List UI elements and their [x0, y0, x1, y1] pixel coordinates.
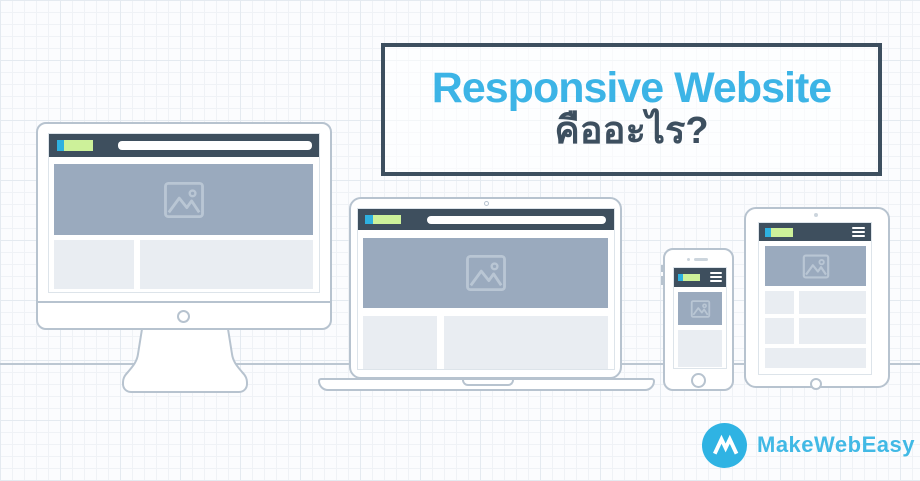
tablet-logo-green	[771, 228, 793, 237]
image-placeholder-icon	[465, 254, 506, 292]
tablet-content-block	[799, 291, 866, 314]
monitor-logo-green	[64, 140, 93, 151]
laptop-base-notch	[462, 380, 514, 386]
tablet-content-block	[765, 348, 866, 368]
tablet-content-block	[799, 318, 866, 344]
home-button	[810, 378, 822, 390]
monitor-address-bar	[118, 141, 312, 150]
laptop-content-block-left	[363, 316, 437, 369]
monitor-content-block-left	[54, 240, 134, 289]
laptop-hero-section	[363, 238, 608, 308]
camera-dot-icon	[484, 201, 489, 206]
phone-side-button	[661, 276, 663, 285]
monitor-hero-section	[54, 164, 313, 235]
tablet-logo-blue	[765, 228, 771, 237]
phone-hero-section	[678, 292, 722, 325]
tablet-content-block	[765, 318, 794, 344]
makewebeasy-m-icon	[712, 434, 738, 454]
monitor-chin-button	[177, 310, 190, 323]
phone-content-block	[678, 330, 722, 367]
tablet-content-block	[765, 291, 794, 314]
camera-dot-icon	[687, 258, 690, 261]
makewebeasy-logo	[702, 423, 747, 468]
image-placeholder-icon	[690, 299, 710, 318]
phone-logo-blue	[678, 274, 683, 281]
monitor-chin-divider	[38, 301, 330, 303]
image-placeholder-icon	[163, 181, 204, 218]
tablet-hero-section	[765, 246, 866, 286]
laptop-content-block-right	[444, 316, 608, 369]
phone-logo-green	[683, 274, 700, 281]
title-english: Responsive Website	[431, 64, 832, 113]
monitor-content-block-right	[140, 240, 313, 289]
camera-dot-icon	[814, 213, 818, 217]
monitor-stand	[122, 328, 248, 393]
image-placeholder-icon	[802, 253, 829, 279]
phone-side-button	[661, 265, 663, 272]
home-button	[691, 373, 706, 388]
laptop-logo-green	[373, 215, 401, 224]
phone-speaker	[694, 258, 708, 261]
laptop-address-bar	[427, 216, 606, 224]
monitor-logo-blue	[57, 140, 64, 151]
laptop-logo-blue	[365, 215, 373, 224]
title-thai: คืออะไร?	[554, 110, 709, 153]
title-box: Responsive Website คืออะไร?	[381, 43, 882, 176]
brand-name: MakeWebEasy	[757, 432, 915, 457]
